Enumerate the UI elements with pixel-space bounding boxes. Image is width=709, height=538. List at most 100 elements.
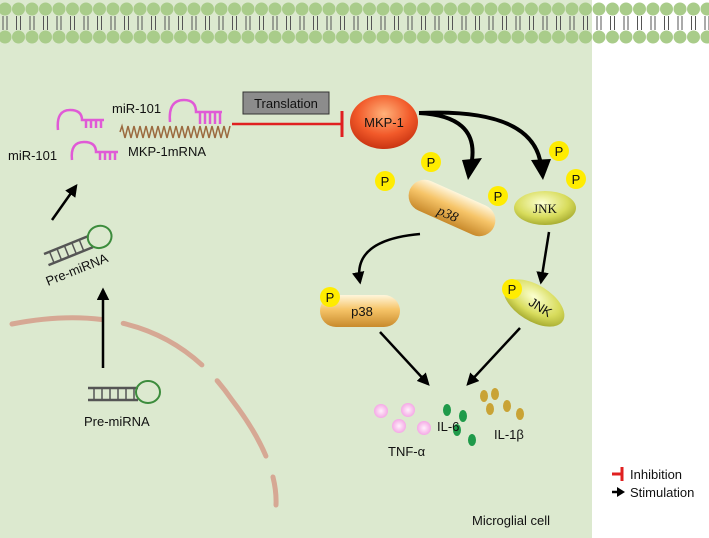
lipid-tails bbox=[394, 16, 399, 30]
tnf-alpha-label: TNF-α bbox=[388, 444, 426, 459]
lipid-head bbox=[12, 2, 25, 16]
lipid-head bbox=[633, 30, 646, 44]
pre-mirna-label-lower: Pre-miRNA bbox=[84, 414, 150, 429]
lipid-head bbox=[0, 30, 12, 44]
lipid-tails bbox=[556, 16, 561, 30]
mir101-label-left: miR-101 bbox=[8, 148, 57, 163]
lipid-head bbox=[484, 30, 498, 44]
lipid-tails bbox=[475, 16, 480, 30]
legend: Inhibition Stimulation bbox=[612, 467, 694, 500]
lipid-head bbox=[201, 2, 214, 16]
legend-inhibition-symbol bbox=[612, 467, 624, 481]
lipid-head bbox=[147, 30, 160, 44]
phospho-label: P bbox=[494, 189, 503, 204]
lipid-tails bbox=[43, 16, 48, 30]
lipid-head bbox=[106, 30, 120, 44]
pre-mirna-hairpin-upper bbox=[43, 224, 113, 267]
lipid-tails bbox=[29, 16, 35, 30]
phospho-label: P bbox=[572, 172, 581, 187]
lipid-tails bbox=[97, 16, 102, 30]
lipid-head bbox=[700, 2, 709, 16]
lipid-head bbox=[552, 2, 565, 16]
lipid-head bbox=[120, 2, 133, 16]
lipid-head bbox=[39, 30, 52, 44]
lipid-tails bbox=[448, 16, 453, 30]
lipid-tails bbox=[205, 16, 210, 30]
lipid-head bbox=[268, 2, 282, 16]
phospho-label: P bbox=[555, 144, 564, 159]
lipid-tails bbox=[664, 16, 669, 30]
lipid-head bbox=[309, 30, 322, 44]
il6-label: IL-6 bbox=[437, 419, 459, 434]
lipid-head bbox=[363, 2, 376, 16]
lipid-head bbox=[619, 30, 633, 44]
lipid-tails bbox=[164, 16, 170, 30]
mir101-label-top: miR-101 bbox=[112, 101, 161, 116]
lipid-head bbox=[538, 2, 552, 16]
lipid-tails bbox=[299, 16, 305, 30]
lipid-head bbox=[336, 30, 349, 44]
jnk-phosphate-label: P bbox=[508, 282, 517, 297]
lipid-tails bbox=[124, 16, 129, 30]
p38-phosphorylated-protein bbox=[320, 295, 400, 327]
lipid-head bbox=[52, 30, 66, 44]
lipid-tails bbox=[583, 16, 588, 30]
lipid-head bbox=[687, 2, 700, 16]
legend-inhibition-label: Inhibition bbox=[630, 467, 682, 482]
lipid-head bbox=[282, 30, 295, 44]
lipid-head bbox=[606, 2, 619, 16]
mkp1-mrna-strand bbox=[119, 123, 231, 139]
lipid-tails bbox=[367, 16, 372, 30]
lipid-tails bbox=[16, 16, 21, 30]
lipid-head bbox=[25, 30, 39, 44]
il6-molecules bbox=[443, 404, 476, 446]
legend-stimulation-arrowhead bbox=[617, 487, 625, 497]
lipid-head bbox=[363, 30, 376, 44]
lipid-head bbox=[268, 30, 282, 44]
lipid-head bbox=[79, 2, 93, 16]
lipid-head bbox=[390, 2, 403, 16]
lipid-head bbox=[525, 2, 538, 16]
lipid-tails bbox=[529, 16, 534, 30]
lipid-tails bbox=[110, 16, 116, 30]
cell-membrane bbox=[0, 2, 709, 44]
lipid-head bbox=[565, 30, 579, 44]
lipid-head bbox=[498, 2, 511, 16]
lipid-head bbox=[457, 30, 471, 44]
jnk-to-cytokines-arrow bbox=[466, 327, 521, 386]
lipid-head bbox=[565, 2, 579, 16]
lipid-head bbox=[241, 30, 255, 44]
p38-phosphorylated-label: p38 bbox=[351, 304, 373, 319]
lipid-tails bbox=[650, 16, 656, 30]
lipid-tails bbox=[218, 16, 224, 30]
lipid-head bbox=[93, 30, 106, 44]
lipid-tails bbox=[488, 16, 494, 30]
lipid-tails bbox=[623, 16, 629, 30]
lipid-tails bbox=[83, 16, 89, 30]
lipid-tails bbox=[596, 16, 602, 30]
lipid-head bbox=[633, 2, 646, 16]
phospho-label: P bbox=[381, 174, 390, 189]
lipid-head bbox=[187, 2, 201, 16]
lipid-head bbox=[498, 30, 511, 44]
lipid-tails bbox=[691, 16, 696, 30]
lipid-head bbox=[376, 2, 390, 16]
lipid-head bbox=[376, 30, 390, 44]
phosphate-labels: P P P P P bbox=[381, 144, 581, 204]
lipid-head bbox=[133, 30, 147, 44]
jnk-protein bbox=[514, 191, 576, 225]
lipid-tails bbox=[70, 16, 75, 30]
lipid-head bbox=[79, 30, 93, 44]
nuclear-envelope bbox=[9, 315, 279, 508]
lipid-tails bbox=[380, 16, 386, 30]
lipid-tails bbox=[56, 16, 62, 30]
lipid-tails bbox=[353, 16, 359, 30]
lipid-head bbox=[52, 2, 66, 16]
p38-protein bbox=[408, 179, 496, 237]
lipid-tails bbox=[704, 16, 709, 30]
lipid-tails bbox=[313, 16, 318, 30]
lipid-head bbox=[606, 30, 619, 44]
lipid-head bbox=[336, 2, 349, 16]
lipid-tails bbox=[191, 16, 197, 30]
lipid-tails bbox=[421, 16, 426, 30]
